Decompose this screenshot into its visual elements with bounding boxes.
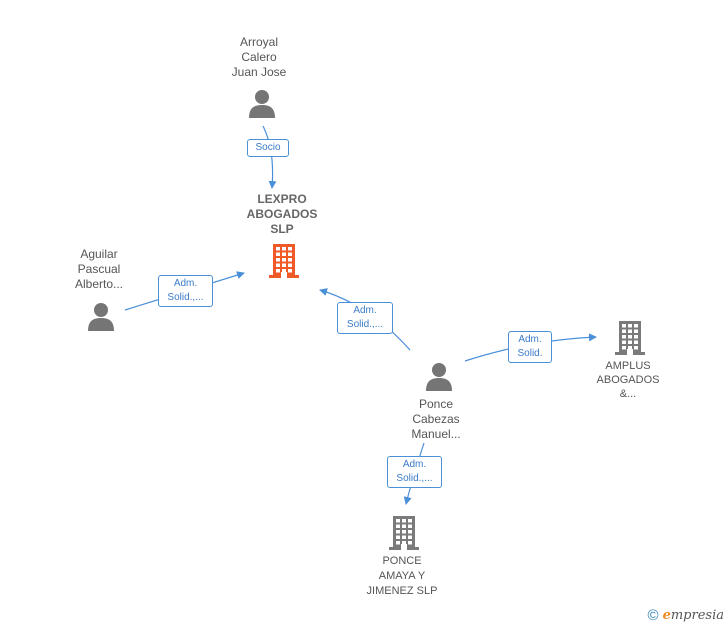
brand-name: mpresia	[670, 608, 724, 623]
label-line: Juan Jose	[231, 65, 287, 79]
label-line: AMAYA Y	[378, 570, 426, 582]
edge-label-line: Adm.	[402, 459, 427, 470]
label-line: Cabezas	[412, 412, 460, 426]
label-line: Ponce	[418, 397, 454, 411]
edge-label-socio[interactable]: Socio	[247, 139, 289, 157]
label-line: Calero	[241, 50, 277, 64]
node-label-ponce-person[interactable]: Ponce Cabezas Manuel...	[381, 397, 491, 442]
label-line: &...	[619, 388, 637, 400]
label-line: ABOGADOS	[596, 374, 660, 386]
edge-label-line: Adm.	[173, 278, 198, 289]
node-label-aguilar[interactable]: Aguilar Pascual Alberto...	[44, 247, 154, 292]
label-line: LEXPRO	[257, 192, 307, 206]
edge-label-line: Solid.,...	[346, 319, 384, 330]
label-line: Manuel...	[411, 427, 461, 441]
edge-label-ponce-poncecompany[interactable]: Adm. Solid.,...	[387, 456, 442, 488]
label-line: Alberto...	[74, 277, 124, 291]
edge-label-line: Adm.	[353, 305, 377, 316]
edge-label-ponce-lexpro[interactable]: Adm. Solid.,...	[337, 302, 393, 334]
footer-brand[interactable]: © e mpresia	[648, 607, 724, 624]
node-label-lexpro[interactable]: LEXPRO ABOGADOS SLP	[227, 192, 337, 237]
edge-arroyal-lexpro	[262, 125, 277, 189]
edge-label-line: Adm.	[518, 334, 542, 345]
person-icon[interactable]	[87, 302, 115, 337]
copyright-icon: ©	[647, 607, 659, 624]
node-label-amplus[interactable]: AMPLUS ABOGADOS &...	[573, 359, 683, 401]
label-line: Aguilar	[80, 247, 118, 261]
edge-label-ponce-amplus[interactable]: Adm. Solid.	[508, 331, 552, 363]
edge-label-line: Socio	[255, 142, 281, 153]
edge-label-line: Solid.	[517, 348, 543, 359]
edge-label-line: Solid.,...	[167, 292, 204, 303]
label-line: AMPLUS	[605, 360, 651, 372]
building-icon[interactable]	[614, 320, 646, 361]
node-label-ponce-company[interactable]: PONCE AMAYA Y JIMENEZ SLP	[347, 554, 457, 599]
label-line: PONCE	[382, 555, 422, 567]
node-label-arroyal[interactable]: Arroyal Calero Juan Jose	[204, 35, 314, 80]
label-line: ABOGADOS	[246, 207, 318, 221]
building-icon[interactable]	[388, 515, 420, 556]
label-line: Arroyal	[239, 35, 278, 49]
edge-label-aguilar-lexpro[interactable]: Adm. Solid.,...	[158, 275, 213, 307]
brand-initial: e	[662, 608, 671, 623]
person-icon[interactable]	[425, 362, 453, 397]
label-line: Pascual	[77, 262, 121, 276]
person-icon[interactable]	[248, 89, 276, 124]
edge-label-line: Solid.,...	[396, 473, 433, 484]
label-line: JIMENEZ SLP	[366, 585, 438, 597]
label-line: SLP	[270, 222, 294, 236]
building-icon[interactable]	[268, 243, 300, 284]
